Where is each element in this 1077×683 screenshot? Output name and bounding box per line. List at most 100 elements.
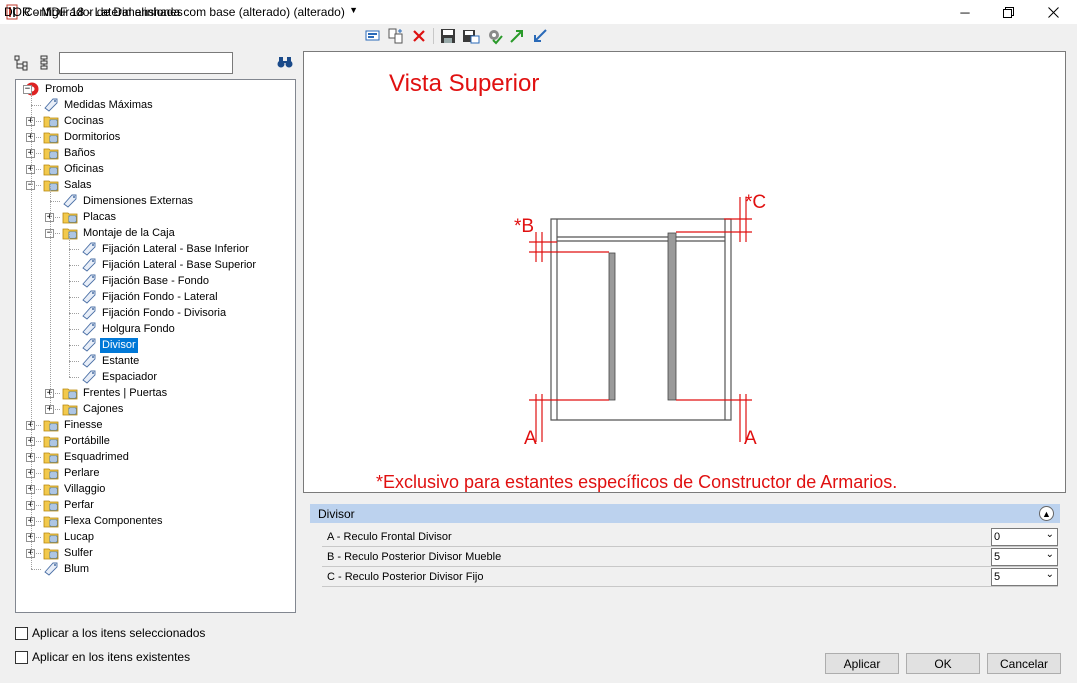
ok-button[interactable]: OK [906, 653, 980, 674]
tree-connector [50, 217, 60, 218]
tree-item[interactable]: Espaciador [81, 369, 159, 385]
expand-icon[interactable]: + [45, 404, 54, 414]
tree-item[interactable]: Perlare [43, 465, 101, 481]
apply-button[interactable]: Aplicar [825, 653, 899, 674]
expand-icon[interactable]: + [26, 484, 35, 494]
tree-item[interactable]: Fijación Lateral - Base Inferior [81, 241, 251, 257]
tree-item[interactable]: Finesse [43, 417, 105, 433]
export-icon[interactable] [531, 27, 549, 45]
expand-all-icon[interactable] [14, 55, 30, 71]
properties-section-header[interactable]: Divisor ▲ [310, 504, 1060, 523]
expand-icon[interactable]: + [45, 388, 54, 398]
minimize-button[interactable]: ─ [942, 0, 988, 24]
preview-panel: Vista Superior [303, 51, 1066, 493]
config-select[interactable]: DOR - MDF 18 - Lateral alinhada com base… [4, 3, 360, 21]
tree-item[interactable]: Fijación Lateral - Base Superior [81, 257, 258, 273]
tree-item[interactable]: Lucap [43, 529, 96, 545]
collapse-all-icon[interactable] [38, 55, 52, 71]
tree-item[interactable]: Cocinas [43, 113, 106, 129]
expand-icon[interactable]: + [26, 436, 35, 446]
tree-item[interactable]: Fijación Fondo - Divisoria [81, 305, 228, 321]
property-row: A - Reculo Frontal Divisor 0⌄ [322, 527, 1058, 547]
tree-item[interactable]: Frentes | Puertas [62, 385, 169, 401]
tree-label: Promob [45, 82, 84, 95]
apply-selected-checkbox[interactable] [15, 626, 28, 640]
expand-icon[interactable]: + [26, 164, 35, 174]
search-input[interactable] [59, 52, 233, 74]
tree-item-label: Perfar [64, 498, 94, 511]
close-button[interactable] [1030, 0, 1076, 24]
tree-item[interactable]: Villaggio [43, 481, 107, 497]
top-view-diagram: Vista Superior [376, 70, 897, 492]
tree-item[interactable]: Fijación Base - Fondo [81, 273, 211, 289]
copy-config-icon[interactable] [387, 27, 405, 45]
save-as-icon[interactable] [462, 27, 480, 45]
expand-icon[interactable]: + [26, 420, 35, 430]
tree-item[interactable]: Oficinas [43, 161, 106, 177]
tree-item[interactable]: Fijación Fondo - Lateral [81, 289, 220, 305]
collapse-icon[interactable]: − [26, 180, 35, 190]
tree-connector [31, 153, 41, 154]
apply-selected-option[interactable]: Aplicar a los itens seleccionados [15, 625, 205, 641]
expand-icon[interactable]: + [26, 516, 35, 526]
save-icon[interactable] [439, 27, 457, 45]
tree-item[interactable]: Flexa Componentes [43, 513, 164, 529]
tree-item[interactable]: Medidas Máximas [43, 97, 155, 113]
tree-item[interactable]: Dormitorios [43, 129, 122, 145]
property-value-select[interactable]: 5⌄ [991, 548, 1058, 566]
tree-item[interactable]: Baños [43, 145, 97, 161]
collapse-icon[interactable]: − [45, 228, 54, 238]
tree-item-label: Montaje de la Caja [83, 226, 175, 239]
property-value-select[interactable]: 0⌄ [991, 528, 1058, 546]
expand-icon[interactable]: + [26, 148, 35, 158]
tree-item-label: Holgura Fondo [102, 322, 175, 335]
tree-item[interactable]: Salas [43, 177, 94, 193]
expand-icon[interactable]: + [45, 212, 54, 222]
tree-item[interactable]: Holgura Fondo [81, 321, 177, 337]
tree-item-label: Dimensiones Externas [83, 194, 194, 207]
tree-item[interactable]: Divisor [81, 337, 138, 353]
tree-item[interactable]: Esquadrimed [43, 449, 131, 465]
expand-icon[interactable]: + [26, 452, 35, 462]
folder-icon [43, 436, 59, 448]
expand-icon[interactable]: + [26, 116, 35, 126]
tree-item[interactable]: Portábille [43, 433, 112, 449]
delete-icon[interactable] [410, 27, 428, 45]
property-value-select[interactable]: 5⌄ [991, 568, 1058, 586]
tree-item[interactable]: Sulfer [43, 545, 95, 561]
tree-item[interactable]: Estante [81, 353, 141, 369]
tree-connector [31, 137, 41, 138]
apply-selected-label: Aplicar a los itens seleccionados [32, 626, 206, 640]
tree-view[interactable]: Promob − Medidas Máximas + Cocinas + Dormitori… [15, 79, 296, 613]
tree-item[interactable]: Placas [62, 209, 118, 225]
tree-item-label: Cocinas [64, 114, 104, 127]
expand-icon[interactable]: + [26, 532, 35, 542]
tree-item[interactable]: Dimensiones Externas [62, 193, 195, 209]
apply-existing-option[interactable]: Aplicar en los itens existentes [15, 649, 190, 665]
tree-item-label: Oficinas [64, 162, 104, 175]
import-icon[interactable] [508, 27, 526, 45]
cancel-button[interactable]: Cancelar [987, 653, 1061, 674]
collapse-section-icon[interactable]: ▲ [1039, 506, 1054, 521]
expand-icon[interactable]: + [26, 132, 35, 142]
restore-button[interactable] [985, 0, 1031, 24]
folder-icon [43, 148, 59, 160]
new-config-icon[interactable] [364, 27, 382, 45]
expand-icon[interactable]: + [26, 468, 35, 478]
expand-icon[interactable]: + [26, 500, 35, 510]
validate-icon[interactable] [485, 27, 503, 45]
binoculars-icon[interactable] [277, 55, 293, 69]
tree-connector [31, 505, 41, 506]
tree-item[interactable]: Cajones [62, 401, 125, 417]
dimension-tag-icon [82, 274, 96, 288]
tree-item[interactable]: Montaje de la Caja [62, 225, 177, 241]
tree-item[interactable]: Blum [43, 561, 91, 577]
folder-icon [43, 532, 59, 544]
tree-root-promob[interactable]: Promob [24, 81, 86, 97]
tree-connector [31, 537, 41, 538]
expand-icon[interactable]: + [26, 548, 35, 558]
tree-item[interactable]: Perfar [43, 497, 96, 513]
apply-existing-checkbox[interactable] [15, 650, 28, 664]
tree-connector [31, 457, 41, 458]
tree-item-label: Cajones [83, 402, 124, 415]
